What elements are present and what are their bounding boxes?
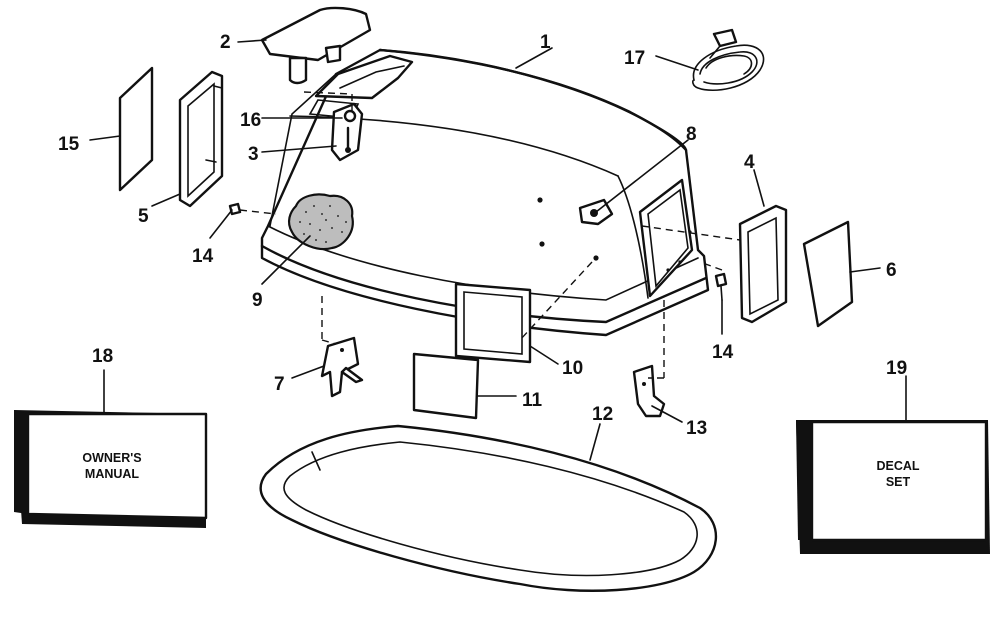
intake-frame-part-4: [738, 204, 788, 324]
callout-1: 1: [540, 32, 551, 53]
gasket-part-10: [454, 282, 532, 364]
screw-part-14-right: [714, 272, 728, 301]
alignment-lines: [303, 91, 741, 379]
manual-box-line2: MANUAL: [85, 467, 140, 481]
callout-13: 13: [686, 418, 707, 439]
callout-9: 9: [252, 290, 263, 311]
intake-frame-part-5: [178, 70, 224, 208]
pad-part-11: [412, 352, 480, 420]
callout-10: 10: [562, 358, 583, 379]
callout-4: 4: [744, 152, 755, 173]
leader-lines: [89, 39, 907, 461]
decal-box-line1: DECAL: [876, 459, 919, 473]
callout-17: 17: [624, 48, 645, 69]
owners-manual-part-18: OWNER'S MANUAL: [14, 410, 208, 528]
decal-set-part-19: DECAL SET: [796, 420, 990, 554]
callout-6: 6: [886, 260, 897, 281]
screw-part-14-left: [228, 202, 277, 216]
seal-part-12: [259, 424, 717, 592]
callout-14-right: 14: [712, 342, 734, 363]
callout-15: 15: [58, 134, 80, 155]
callout-7: 7: [274, 374, 285, 395]
foam-patch-part-9: [287, 193, 354, 251]
callout-16: 16: [240, 110, 261, 131]
engine-cover-part-1: [260, 48, 710, 337]
latch-plate-part-3: [330, 102, 364, 162]
filter-pad-part-15: [118, 66, 154, 192]
callout-3: 3: [248, 144, 259, 165]
callout-8: 8: [686, 124, 697, 145]
cable-part-17: [692, 28, 765, 92]
callout-19: 19: [886, 358, 907, 379]
callout-11: 11: [522, 390, 543, 411]
manual-box-line1: OWNER'S: [82, 451, 141, 465]
callout-14-left: 14: [192, 246, 214, 267]
callout-5: 5: [138, 206, 149, 227]
decal-box-line2: SET: [886, 475, 911, 489]
bracket-part-13: [632, 364, 666, 418]
callout-2: 2: [220, 32, 231, 53]
bracket-part-7: [320, 336, 364, 398]
hatch-cover-part-2: [260, 6, 372, 85]
callout-18: 18: [92, 346, 113, 367]
filter-pad-part-6: [802, 220, 854, 328]
callout-numbers: 1 2 3 4 5 6 7 8 9 10 11 12 13 14 14 15 1…: [58, 32, 907, 439]
callout-12: 12: [592, 404, 613, 425]
